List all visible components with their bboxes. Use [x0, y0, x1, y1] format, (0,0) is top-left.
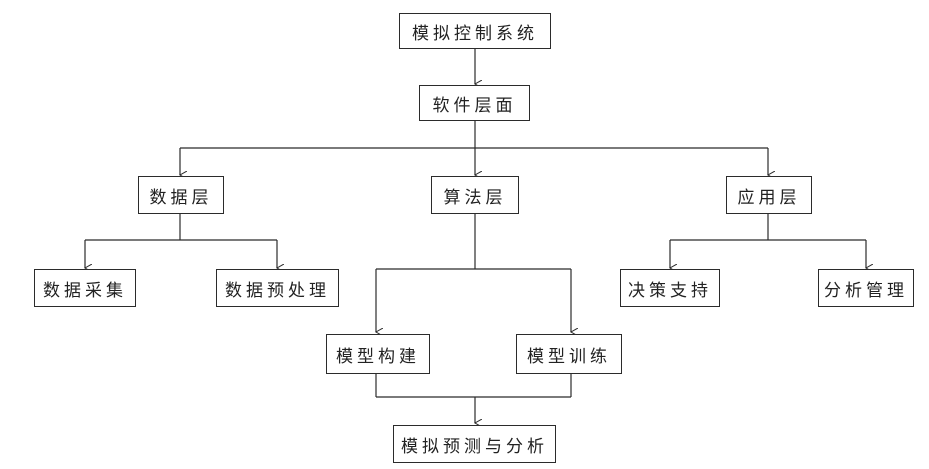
node-application-layer: 应用层	[726, 176, 812, 214]
node-simulation-prediction-analysis: 模拟预测与分析	[393, 425, 556, 463]
node-software-level: 软件层面	[419, 85, 530, 121]
node-algorithm-layer: 算法层	[431, 176, 519, 214]
node-data-collection: 数据采集	[34, 269, 136, 307]
node-data-preprocessing: 数据预处理	[216, 269, 339, 307]
node-simulation-control-system: 模拟控制系统	[399, 13, 551, 49]
node-data-layer: 数据层	[138, 176, 224, 214]
node-model-building: 模型构建	[326, 334, 430, 374]
node-model-training: 模型训练	[516, 334, 622, 374]
node-decision-support: 决策支持	[620, 269, 720, 307]
node-analysis-management: 分析管理	[818, 269, 914, 307]
